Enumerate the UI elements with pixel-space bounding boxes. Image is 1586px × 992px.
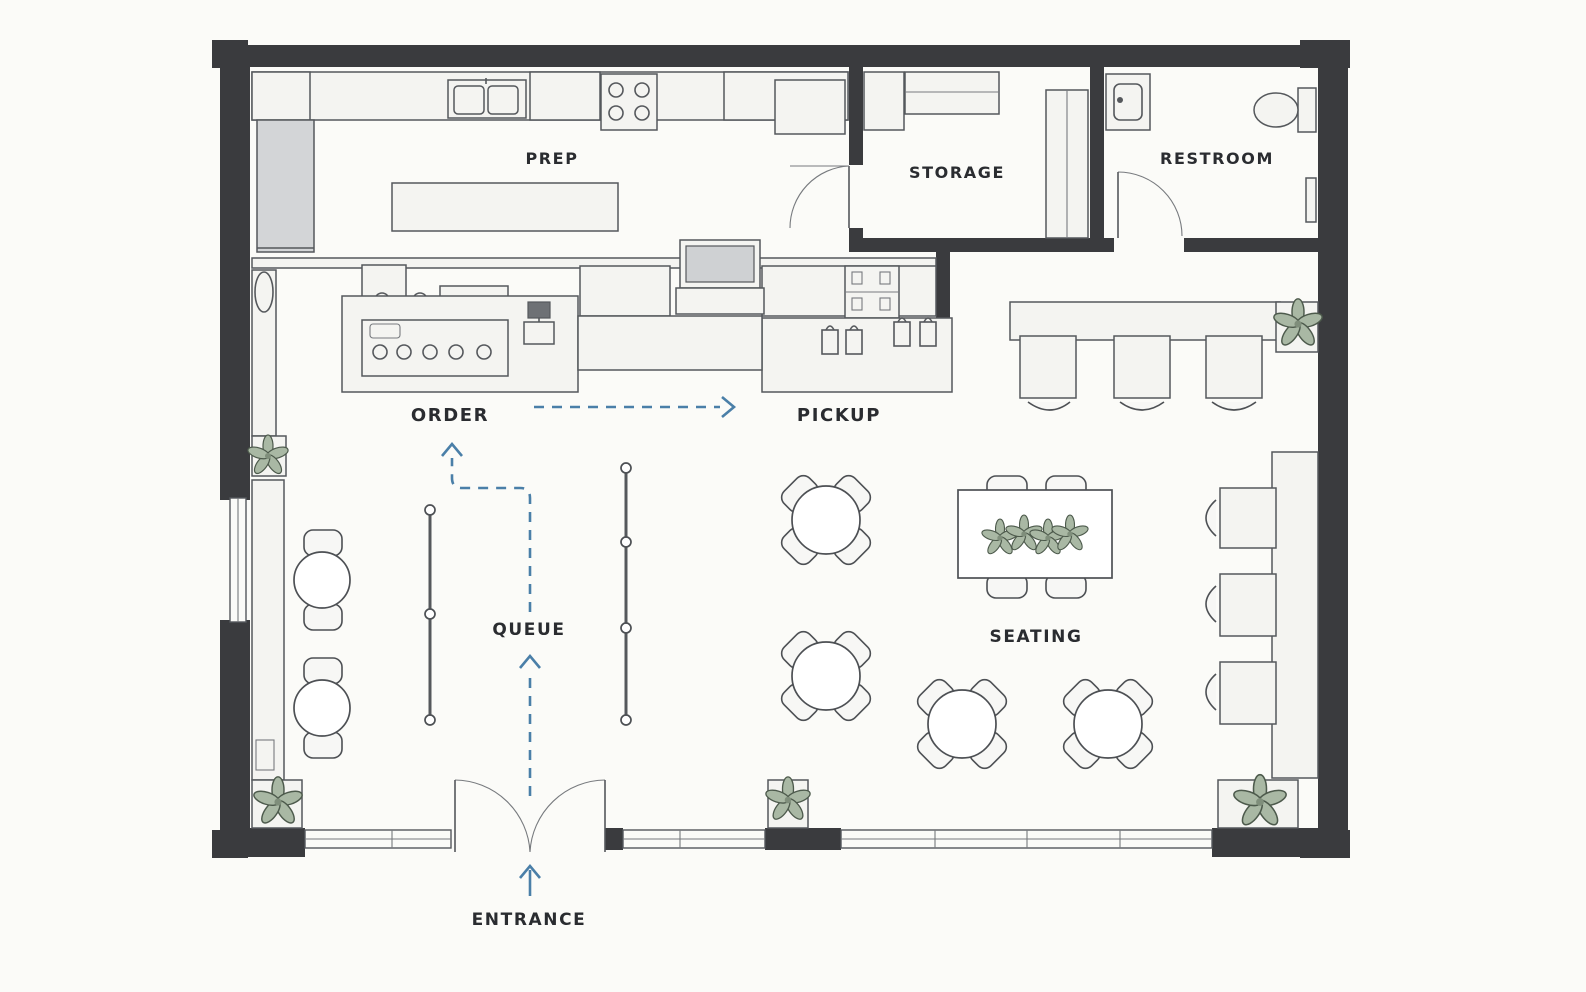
- potted-plant-icons: [245, 298, 1325, 829]
- toilet-icon: [1253, 87, 1317, 133]
- banquette: [1205, 451, 1319, 779]
- window-tables: [293, 529, 351, 759]
- pickup-counter: [577, 315, 953, 393]
- prep-table: [391, 182, 619, 232]
- label-prep: PREP: [525, 149, 578, 168]
- label-restroom: RESTROOM: [1160, 149, 1274, 168]
- storage-shelving: [863, 71, 1089, 239]
- interior-walls: [849, 65, 1318, 318]
- kitchen-door: [789, 165, 850, 229]
- label-seating: SEATING: [990, 627, 1083, 647]
- label-storage: STORAGE: [909, 163, 1005, 182]
- restroom-sink-icon: [1105, 73, 1151, 131]
- outer-walls: [212, 40, 1350, 858]
- entrance-doors: [454, 779, 606, 853]
- label-order: ORDER: [411, 405, 489, 426]
- queue-stanchions: [424, 462, 632, 726]
- customer-flow-path: [441, 396, 737, 896]
- fridge-icon: [256, 119, 315, 253]
- stove-icon: [600, 73, 658, 131]
- monitor-icon: [675, 239, 765, 315]
- label-entrance: ENTRANCE: [472, 910, 587, 930]
- label-queue: QUEUE: [492, 620, 565, 640]
- storefront-windows: [304, 829, 1213, 849]
- shopping-bag-icons: [821, 317, 937, 355]
- bar-seating: [1009, 301, 1281, 411]
- merch-shelf-icon: [844, 265, 900, 319]
- grab-bar: [1305, 177, 1317, 223]
- left-window: [229, 497, 247, 623]
- kitchen-counters: [251, 71, 849, 135]
- register-icon: [523, 301, 555, 345]
- sink-icon: [447, 78, 527, 119]
- label-pickup: PICKUP: [797, 405, 881, 426]
- restroom-door: [1117, 171, 1183, 238]
- left-cabinets: [251, 269, 285, 781]
